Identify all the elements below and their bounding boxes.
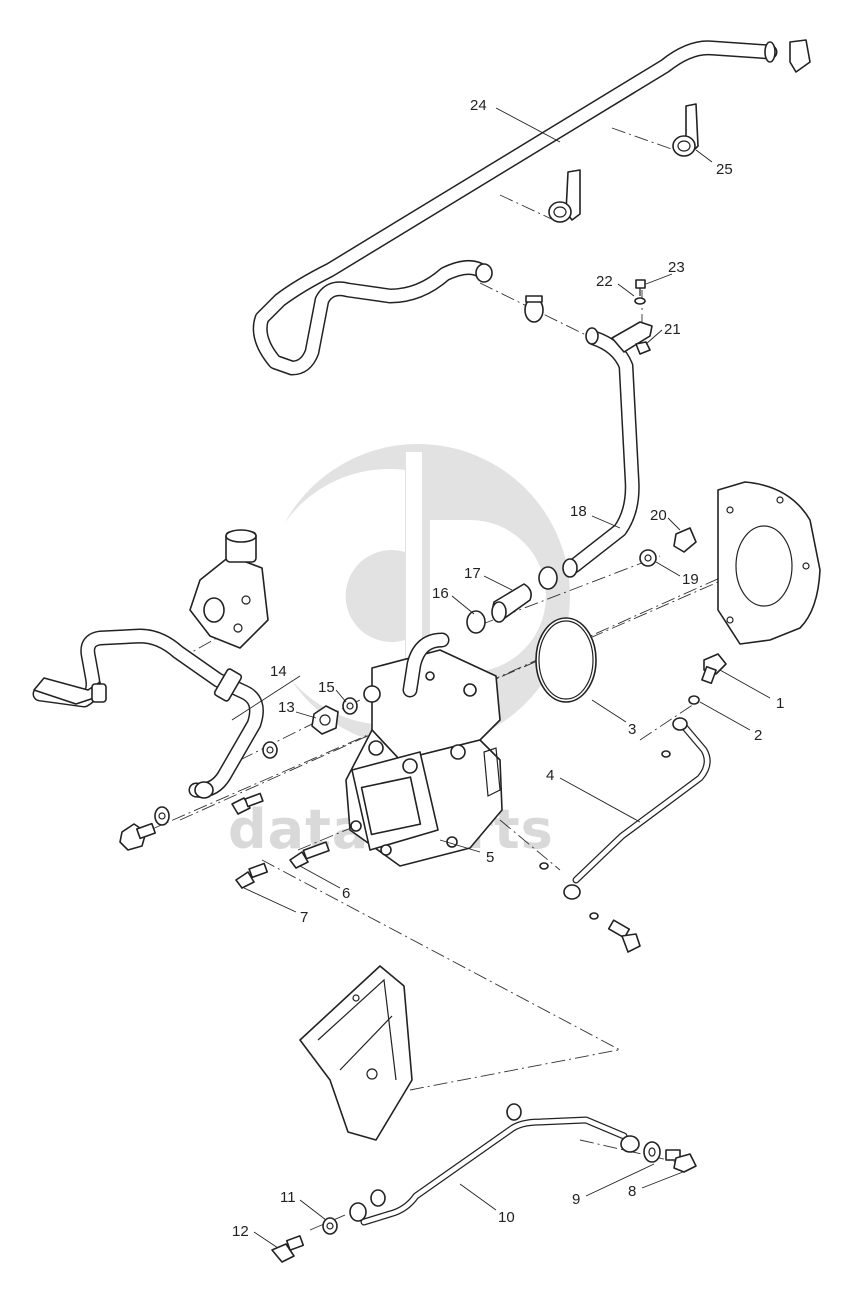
callout-23: 23 (668, 259, 685, 276)
callout-1: 1 (776, 695, 784, 712)
callout-21: 21 (664, 321, 681, 338)
callout-19: 19 (682, 571, 699, 588)
part-11-seal-washer (322, 1217, 338, 1235)
callout-17: 17 (464, 565, 481, 582)
callout-12: 12 (232, 1223, 249, 1240)
bolt-upper (231, 792, 264, 815)
part-14-coolant-pipe (32, 628, 264, 799)
part-19-seal-washer (639, 549, 657, 567)
part-18-formed-tube (562, 321, 653, 578)
part-20-plug (673, 527, 697, 553)
callout-13: 13 (278, 699, 295, 716)
part-21-nut (635, 341, 651, 355)
callout-6: 6 (342, 885, 350, 902)
callout-20: 20 (650, 507, 667, 524)
callout-10: 10 (498, 1209, 515, 1226)
hose-clamp-top (524, 295, 544, 323)
timing-cover-segment (299, 965, 413, 1141)
callout-25: 25 (716, 161, 733, 178)
callout-24: 24 (470, 97, 487, 114)
coolant-housing (189, 529, 269, 649)
watermark-logo (261, 444, 570, 748)
part-15-seal-ring (342, 697, 358, 715)
callout-leaders (231, 107, 771, 1249)
part-4-pressure-pipe (539, 717, 711, 920)
callout-3: 3 (628, 721, 636, 738)
callout-labels: 1 2 3 4 5 6 7 8 9 10 11 12 13 14 15 16 1… (232, 97, 784, 1240)
part-7-bolt (235, 862, 269, 889)
part-24-coolant-tube (252, 39, 811, 376)
callout-4: 4 (546, 767, 554, 784)
callout-5: 5 (486, 849, 494, 866)
part-2-seal-washer (688, 695, 700, 705)
callout-2: 2 (754, 727, 762, 744)
callout-14: 14 (270, 663, 287, 680)
seal-washer-left (154, 806, 170, 826)
callout-11: 11 (280, 1189, 296, 1206)
part-25-tube-clamp (672, 103, 699, 157)
callout-8: 8 (628, 1183, 636, 1200)
hollow-bolt-right (607, 919, 641, 953)
hose-clamp-mid (538, 566, 558, 590)
part-1-banjo-bolt (701, 653, 727, 685)
seal-ring-left (262, 741, 278, 759)
part-16-hose-clamp (466, 610, 486, 634)
callout-9: 9 (572, 1191, 580, 1208)
mounting-plate (717, 481, 821, 645)
part-23-screw (635, 279, 646, 296)
part-13-fitting (311, 705, 339, 735)
part-12-hollow-bolt (271, 1235, 305, 1263)
part-8-hollow-bolt (665, 1149, 697, 1173)
callout-7: 7 (300, 909, 308, 926)
part-22-washer (634, 297, 646, 305)
callout-18: 18 (570, 503, 587, 520)
part-6-bolt (289, 841, 330, 869)
part-9-seal-washer (643, 1141, 661, 1163)
callout-22: 22 (596, 273, 613, 290)
callout-16: 16 (432, 585, 449, 602)
callout-15: 15 (318, 679, 335, 696)
part-3-o-ring (535, 617, 597, 703)
part-17-hose-sleeve (491, 583, 532, 623)
hollow-bolt-left (119, 822, 157, 851)
part-5-air-compressor (345, 632, 503, 867)
part-10-oil-pipe (349, 1103, 640, 1226)
tube-clamp-middle (548, 169, 581, 223)
